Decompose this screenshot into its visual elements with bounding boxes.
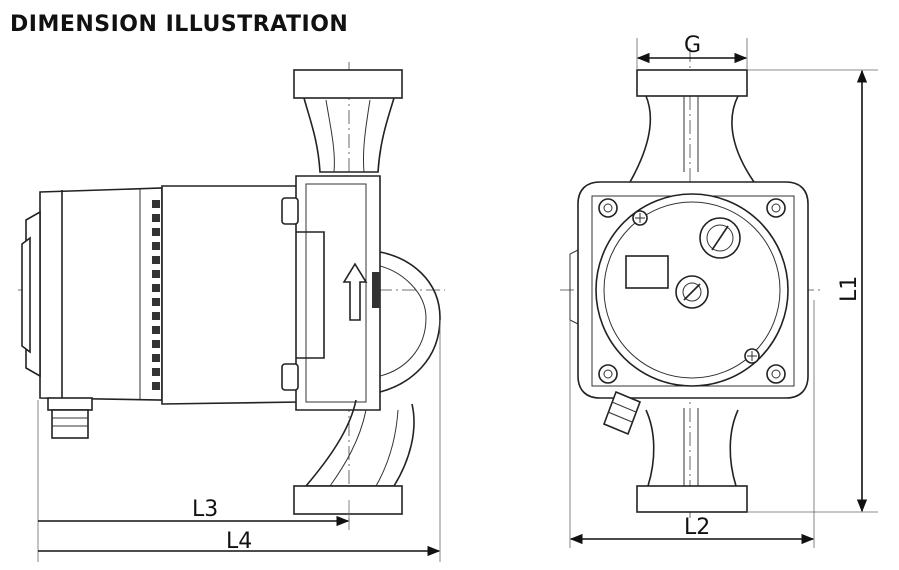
l1-label: L1 xyxy=(837,276,862,302)
front-view xyxy=(560,48,820,522)
side-dimensions: L3 L4 xyxy=(37,320,441,562)
pump-head-plate xyxy=(295,175,381,411)
page-title: DIMENSION ILLUSTRATION xyxy=(10,12,349,37)
flow-direction-arrow-icon xyxy=(342,262,368,321)
cable-gland-nut xyxy=(47,397,93,411)
front-cable-gland xyxy=(602,390,642,436)
cooling-slots xyxy=(152,200,160,390)
corner-bolt-top-right xyxy=(766,198,786,218)
top-flange xyxy=(293,69,403,99)
corner-bolt-bottom-right xyxy=(766,364,786,384)
front-top-flange xyxy=(636,69,748,97)
cable-gland xyxy=(51,409,89,439)
side-view xyxy=(18,62,445,522)
stator-section xyxy=(161,185,301,405)
bottom-flange xyxy=(293,485,403,515)
front-dimensions: G L1 L2 xyxy=(569,33,878,548)
motor-housing xyxy=(39,187,163,401)
volute xyxy=(379,251,441,393)
indicator-window xyxy=(625,255,669,289)
l2-label: L2 xyxy=(684,515,710,540)
l3-label: L3 xyxy=(192,497,218,522)
l4-label: L4 xyxy=(226,529,252,554)
corner-bolt-top-left xyxy=(598,198,618,218)
top-pipe-body xyxy=(303,97,395,173)
front-bottom-flange xyxy=(636,485,748,513)
g-label: G xyxy=(684,33,701,58)
corner-bolt-bottom-left xyxy=(598,364,618,384)
